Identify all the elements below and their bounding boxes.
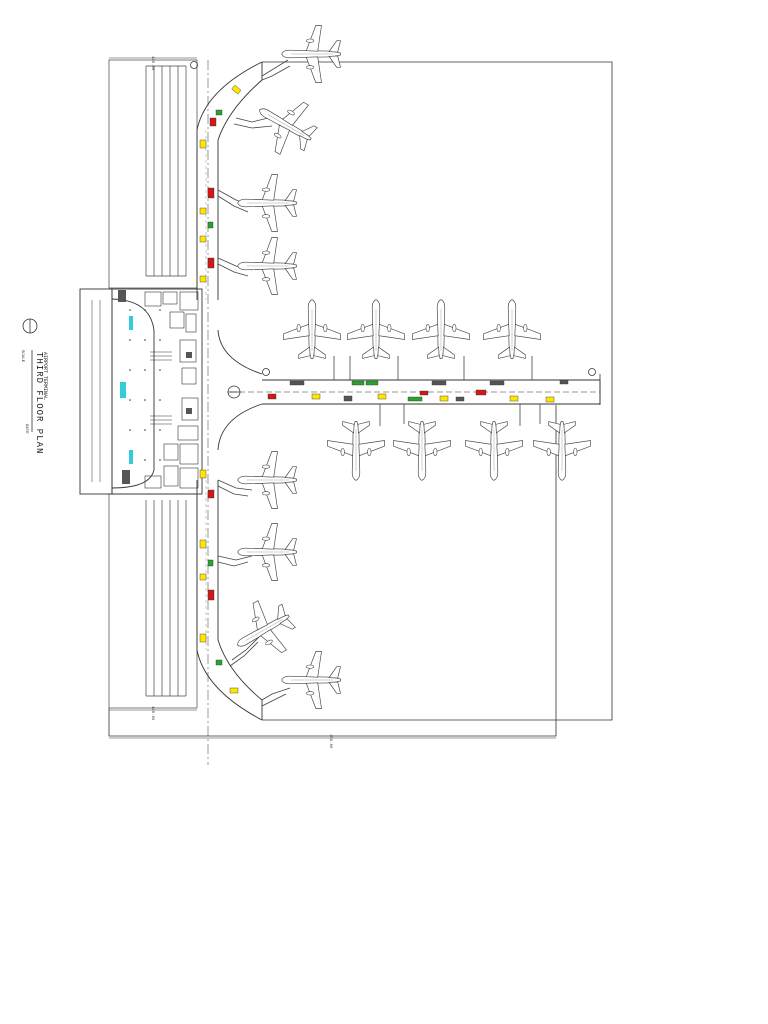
airplane-icon bbox=[281, 651, 341, 709]
north-concourse-connector bbox=[217, 329, 263, 375]
terminal-column-grid bbox=[129, 309, 161, 461]
airplane-icon bbox=[237, 174, 297, 232]
airplane-icon bbox=[237, 237, 297, 295]
dim-bottom: 120.00 bbox=[150, 706, 154, 721]
landside-road-top bbox=[108, 59, 198, 289]
airplane-icon bbox=[245, 84, 326, 165]
airplane-icon bbox=[533, 421, 591, 481]
airplane-icon bbox=[237, 523, 297, 581]
main-terminal bbox=[79, 288, 203, 495]
gate-areas-east bbox=[267, 379, 569, 403]
dimension-text: 120.00 120.00 450.00 bbox=[150, 56, 332, 749]
terminal-service-blocks bbox=[118, 290, 192, 484]
airplane-icon bbox=[327, 421, 385, 481]
east-pier bbox=[230, 379, 601, 405]
terminal-escalators bbox=[120, 316, 133, 464]
airplane-icon bbox=[465, 421, 523, 481]
jet-bridges-east bbox=[333, 356, 541, 426]
date-label: DATE bbox=[24, 424, 28, 434]
dim-overall: 450.00 bbox=[328, 734, 332, 749]
airplane-icon bbox=[283, 299, 341, 359]
terminal-interior-rooms bbox=[144, 291, 199, 489]
dim-top: 120.00 bbox=[150, 56, 154, 71]
south-concourse-connector bbox=[217, 403, 263, 451]
airplane-icon bbox=[281, 25, 341, 83]
jet-bridges-south bbox=[217, 479, 291, 707]
sheet-title: THIRD FLOOR PLAN bbox=[34, 352, 44, 455]
north-arrow-icon bbox=[22, 318, 38, 334]
dimension-lines bbox=[109, 57, 556, 739]
north-concourse bbox=[196, 61, 263, 300]
jet-bridges-north bbox=[217, 59, 291, 277]
scale-label: SCALE bbox=[20, 350, 24, 363]
airplane-icon bbox=[412, 299, 470, 359]
south-concourse bbox=[196, 480, 263, 721]
pier-end-markers bbox=[190, 61, 596, 376]
gate-areas-south bbox=[199, 469, 239, 694]
site-boundary bbox=[108, 61, 613, 737]
airplane-icon bbox=[347, 299, 405, 359]
central-node bbox=[227, 385, 241, 399]
landside-road-bottom bbox=[108, 493, 198, 709]
aircraft-stands bbox=[223, 25, 591, 709]
gate-areas-north bbox=[199, 84, 242, 283]
airplane-icon bbox=[483, 299, 541, 359]
airplane-icon bbox=[393, 421, 451, 481]
airplane-icon bbox=[237, 451, 297, 509]
